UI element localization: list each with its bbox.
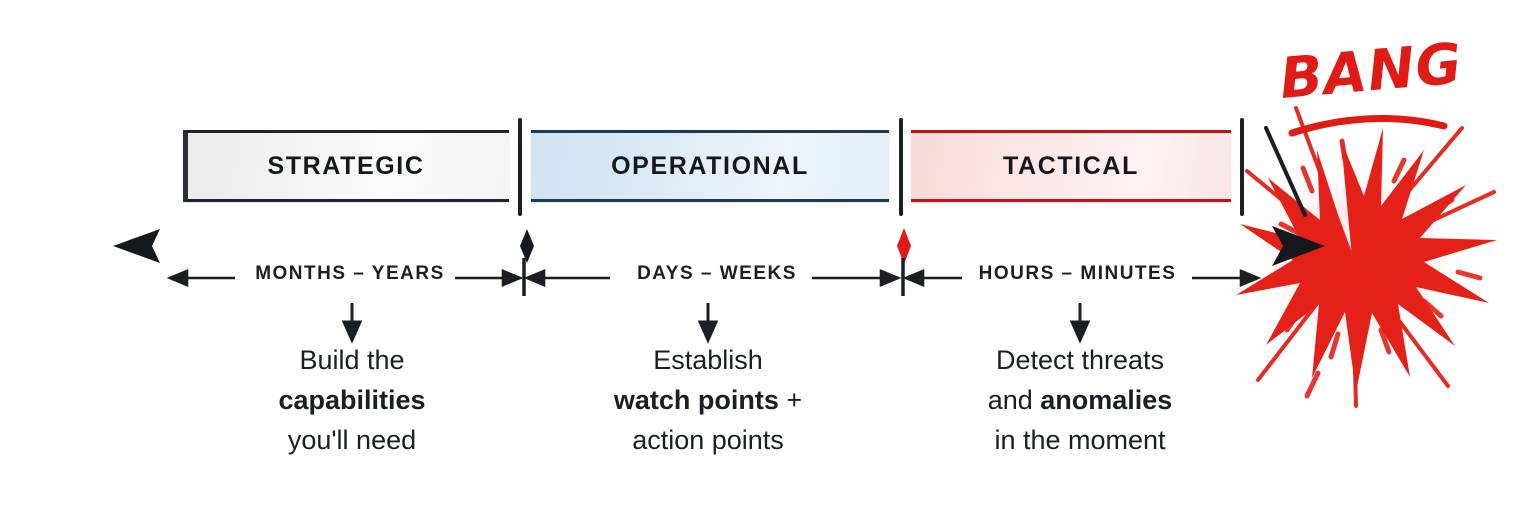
description-pointer-arrows [341, 303, 1091, 344]
phase-box-strategic: STRATEGIC [183, 130, 509, 202]
description-line: Establish [653, 345, 763, 375]
range-label-strategic: MONTHS – YEARS [255, 263, 445, 284]
measure-tick-bars [522, 258, 905, 296]
description-line: Detect threats [995, 345, 1165, 375]
description-line-emphasis: watch points [613, 385, 779, 415]
explosion-starburst [1236, 106, 1497, 408]
axis-diamond-marker-1 [520, 229, 534, 263]
description-line: you'll need [287, 425, 417, 455]
phase-box-operational: OPERATIONAL [531, 130, 889, 202]
phase-box-surface [911, 130, 1231, 202]
description-strategic: Build the capabilities you'll need [202, 340, 502, 460]
phase-box-surface [183, 130, 509, 202]
description-line: in the moment [994, 425, 1166, 455]
description-line: Build the [299, 345, 405, 375]
description-operational: Establish watch points + action points [558, 340, 858, 460]
description-line-emphasis: anomalies [1040, 385, 1173, 415]
axis-arrow-left-icon [113, 229, 160, 263]
phase-box-surface [531, 130, 889, 202]
description-tactical: Detect threats and anomalies in the mome… [930, 340, 1230, 460]
phase-label-operational: OPERATIONAL [611, 151, 809, 180]
phase-separator-1 [518, 118, 522, 216]
description-line-suffix: + [778, 385, 803, 415]
phase-label-strategic: STRATEGIC [267, 151, 425, 180]
description-line: and anomalies [930, 380, 1230, 420]
phase-box-tactical: TACTICAL [911, 130, 1231, 202]
description-line: action points [632, 425, 784, 455]
phase-separator-3 [1240, 118, 1244, 216]
axis-diamond-marker-2 [897, 228, 911, 264]
phase-separator-2 [899, 118, 903, 216]
description-line-prefix: and [987, 385, 1041, 415]
description-line: watch points + [558, 380, 858, 420]
range-label-tactical: HOURS – MINUTES [978, 263, 1177, 284]
range-label-operational: DAYS – WEEKS [637, 263, 797, 284]
measure-arrows [166, 269, 1262, 287]
axis-arrow-right-icon [1272, 226, 1325, 266]
main-axis [113, 226, 1325, 266]
description-line-emphasis: capabilities [278, 385, 426, 415]
phase-label-tactical: TACTICAL [1003, 151, 1139, 180]
bang-underline [1288, 115, 1448, 137]
